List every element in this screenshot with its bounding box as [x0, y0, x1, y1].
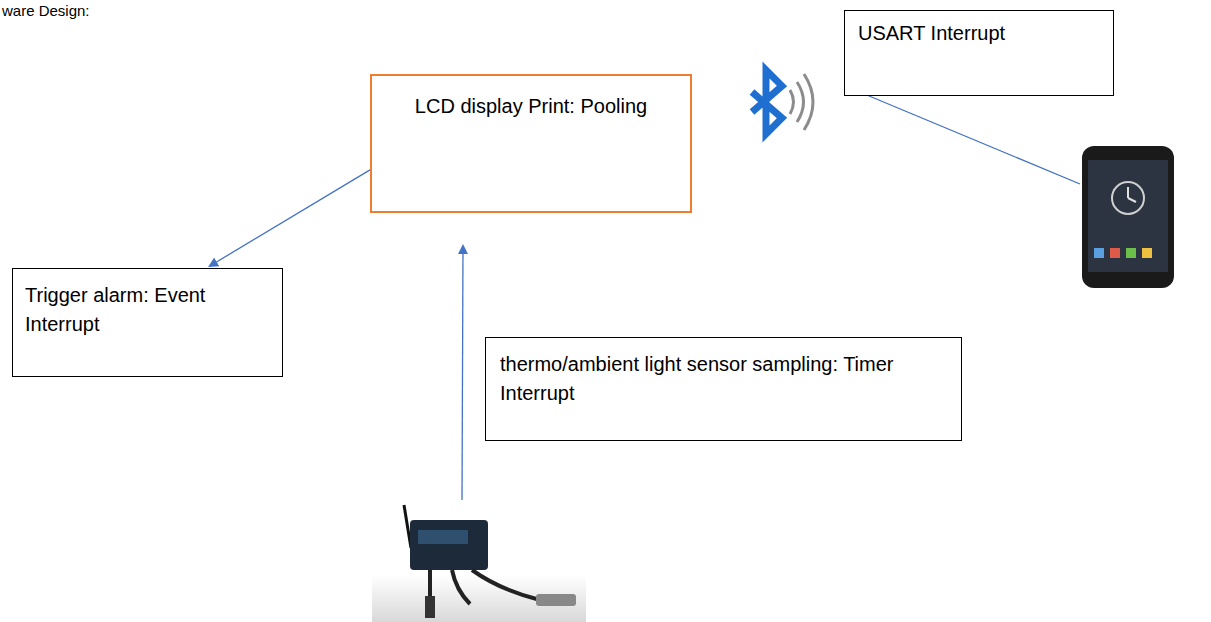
- sensor-picture: [372, 505, 586, 622]
- box-text: LCD display Print: Pooling: [390, 92, 672, 121]
- arrow-line: [850, 88, 1080, 184]
- alarm-box: Trigger alarm: Event Interrupt: [12, 268, 283, 377]
- arrow-line: [462, 246, 463, 500]
- display-box: LCD display Print: Pooling: [370, 74, 692, 213]
- interrupt-box: USART Interrupt: [844, 10, 1114, 96]
- box-text: thermo/ambient light sensor sampling: Ti…: [500, 350, 947, 408]
- bluetooth-icon: [752, 70, 813, 134]
- heading: ware Design:: [2, 2, 90, 19]
- box-text: Trigger alarm: Event Interrupt: [25, 281, 270, 339]
- arrow-connector: [210, 170, 370, 266]
- box-text: USART Interrupt: [858, 19, 1100, 48]
- phone-picture: [1082, 146, 1174, 288]
- sampling-box: thermo/ambient light sensor sampling: Ti…: [485, 337, 962, 441]
